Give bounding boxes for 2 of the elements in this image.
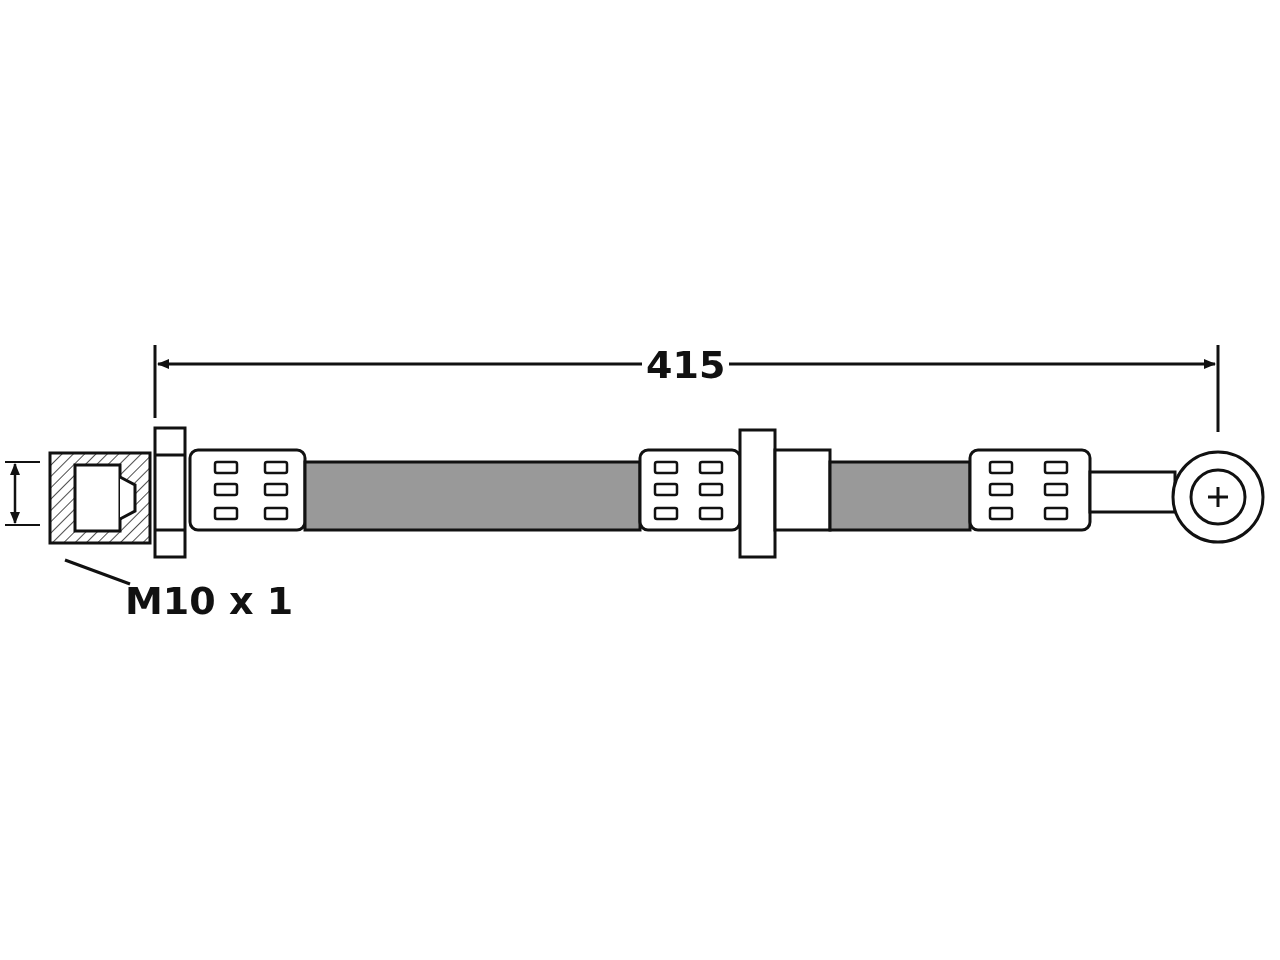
leader-line — [64, 558, 131, 586]
thread-size-label: M10 x 1 — [125, 582, 295, 622]
